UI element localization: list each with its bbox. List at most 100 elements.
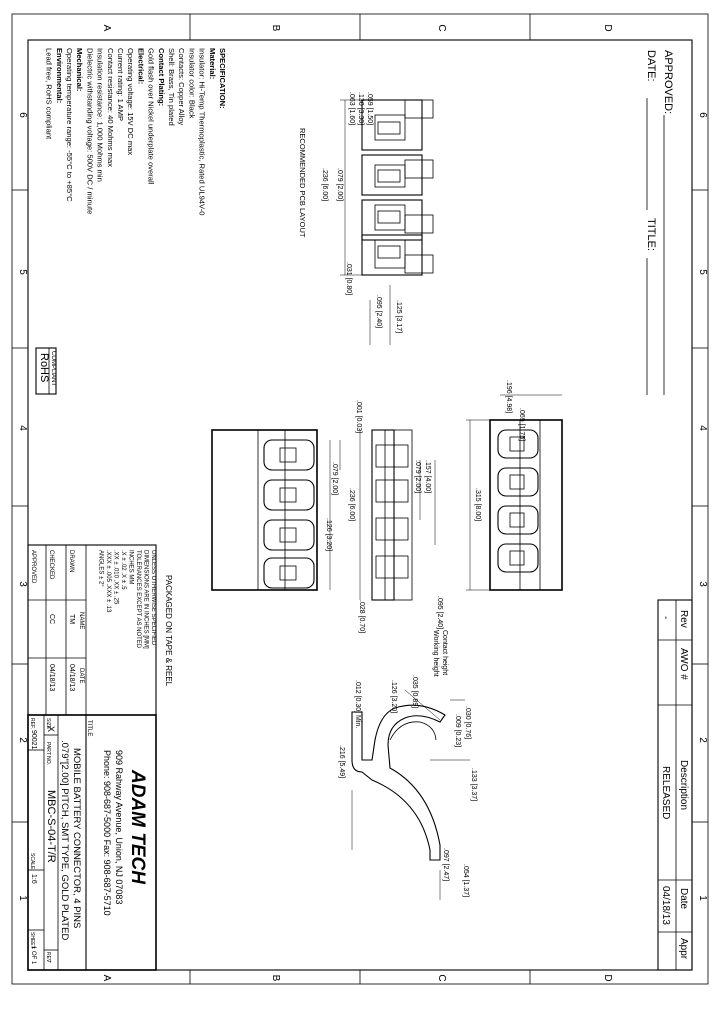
mid-dim-5: .079 [2.00] — [414, 460, 421, 493]
mid-dim-8: .095 [2.40] — [436, 596, 443, 629]
size-value: X — [46, 726, 56, 732]
spec-line-8: Electrical: — [136, 48, 145, 84]
pcb-dim-3: .079 [2.00] — [336, 168, 343, 201]
approved-label: APPROVED: — [662, 50, 674, 114]
side-dim-1: .035 [0.89] — [411, 675, 418, 708]
tolerance-line-0: UNLESS OTHERWISE SPECIFIED — [150, 550, 156, 646]
zone-b-bottom: B — [270, 975, 281, 982]
pcb-dim-7: .125 [3.17] — [395, 300, 402, 333]
zone-6-left: 6 — [17, 112, 28, 118]
drawn-label: DRAWN — [68, 550, 74, 572]
mid-dim-1: .069 [1.75] — [518, 408, 525, 441]
title-line-1: MOBILE BATTERY CONNECTOR, 4 PINS — [71, 748, 82, 928]
zone-4-right: 4 — [697, 425, 708, 431]
part-label: PART NO. — [45, 742, 51, 765]
spec-line-9: Operating voltage: 15V DC max — [126, 48, 135, 155]
tol-name-label: NAME — [78, 612, 84, 629]
rev-value: - — [660, 616, 671, 619]
description-header: Description — [678, 760, 689, 810]
rohs-text: RoHS — [38, 353, 50, 382]
mid-dim-3: .236 [6.00] — [348, 488, 355, 521]
zone-a-top: A — [101, 25, 112, 32]
checked-label: CHECKED — [48, 550, 54, 580]
company-address: 909 Rahway Avenue, Union, NJ 07083 — [114, 750, 124, 904]
tolerance-line-5: .XX ± .010 .XX ± .25 — [113, 550, 119, 605]
checked-name: CC — [48, 614, 55, 624]
approved-row-label: APPROVED — [30, 550, 36, 584]
spec-line-3: Insulator color: Black — [187, 48, 196, 119]
side-dim-5: .133 [3.37] — [470, 768, 477, 801]
tolerance-line-6: .XXX ± .005 .XXX ± .13 — [105, 550, 111, 613]
side-dim-8: .216 [5.49] — [338, 745, 345, 778]
mid-dim-10: .079 [2.00] — [331, 462, 338, 495]
side-dim-7: .097 [2.47] — [442, 848, 449, 881]
working-height-note: Working height — [432, 630, 439, 677]
pcb-dim-5: .031 [0.80] — [345, 262, 352, 295]
zone-b-top: B — [270, 25, 281, 32]
contact-height-note: Contact height — [441, 630, 448, 675]
sheet-label: SHEET — [29, 932, 35, 949]
zone-ticks — [12, 14, 708, 984]
spec-line-1: Material: — [208, 48, 217, 79]
scale-label: SCALE — [29, 853, 35, 870]
spec-line-12: Insulation resistance: 1,000 Mohms min — [96, 48, 105, 182]
zone-5-left: 5 — [17, 269, 28, 275]
pcb-layout-view: RECOMMENDED PCB LAYOUT .059 [1.50] .130 … — [298, 92, 434, 345]
zone-d-bottom: D — [602, 974, 613, 981]
tolerance-line-1: DIMENSIONS ARE IN INCHES [MM] — [143, 550, 149, 649]
zone-d-top: D — [602, 24, 613, 31]
tol-date-label: DATE — [78, 668, 84, 684]
pcb-dim-1: .130 [3.30] — [357, 92, 364, 125]
tolerance-line-7: ANGLES ± 2° — [98, 550, 104, 587]
drawn-name: TM — [68, 614, 75, 624]
spec-line-16: Environmental: — [55, 48, 64, 103]
tolerance-line-3: INCHES MM — [128, 550, 134, 584]
appr-header: Appr — [678, 938, 689, 960]
side-dim-3: .012 [0.30] Min. — [354, 680, 361, 728]
drawn-date: 04/18/13 — [68, 664, 75, 691]
mid-dim-2: .315 [8.00] — [474, 488, 481, 521]
pcb-dim-0: .059 [1.50] — [366, 92, 373, 125]
zone-2-left: 2 — [17, 737, 28, 743]
scale-value: 1:6 — [30, 874, 37, 884]
spec-line-14: Mechanical: — [75, 48, 84, 91]
zone-2-right: 2 — [697, 737, 708, 743]
date-label: DATE: — [645, 50, 657, 82]
title-line-2: .079"[2.00] PITCH, SMT TYPE, GOLD PLATED — [59, 740, 70, 940]
date-value: 04/18/13 — [660, 886, 671, 925]
spec-line-4: Contacts: Copper Alloy — [177, 48, 186, 125]
checked-date: 04/18/13 — [48, 664, 55, 691]
packaged-note: PACKAGED ON TAPE & REEL — [164, 575, 173, 687]
spec-line-13: Dielectric withstanding voltage: 500V DC… — [85, 48, 94, 214]
spec-line-6: Contact Plating: — [157, 48, 166, 106]
part-number: MBC-S-04-T/R — [45, 790, 57, 863]
zone-c-top: C — [436, 24, 447, 31]
revision-table: Rev AWO # Description Date Appr - RELEAS… — [657, 599, 693, 971]
title-label-tb: TITLE — [86, 720, 92, 736]
mid-dim-7: .028 [0.70] — [358, 600, 365, 633]
spec-line-17: Lead free, RoHS compliant — [45, 48, 54, 140]
connector-front-view — [466, 394, 563, 591]
zone-5-right: 5 — [697, 269, 708, 275]
size-label: SIZE — [45, 718, 51, 730]
spec-line-5: Shell: Brass, Tin plated — [167, 48, 176, 126]
spec-line-0: SPECIFICATION: — [218, 48, 227, 109]
recommended-pcb-label: RECOMMENDED PCB LAYOUT — [298, 128, 307, 238]
company-phone: Phone: 908-687-5000 Fax: 908-687-5710 — [102, 750, 112, 916]
mid-dim-6: .001 [0.03] — [355, 400, 362, 433]
tape-reel-view — [211, 429, 341, 591]
zone-a-bottom: A — [101, 975, 112, 982]
pcb-dim-2: .063 [1.60] — [348, 92, 355, 125]
awo-header: AWO # — [678, 648, 689, 680]
spec-line-15: Operating temperature range: -55°C to +8… — [65, 48, 74, 202]
side-dim-0: .030 [0.76] — [464, 706, 471, 739]
rohs-sub: COMPLIANT — [50, 351, 56, 386]
rev-value-tb: - — [46, 960, 56, 963]
sheet-value: 1 OF 1 — [30, 946, 36, 965]
zone-c-bottom: C — [436, 974, 447, 981]
pcb-dim-4: .236 [6.00] — [321, 168, 328, 201]
mid-dim-4: .157 [4.00] — [424, 460, 431, 493]
ref-label: REF. — [29, 718, 35, 729]
zone-1-right: 1 — [697, 895, 708, 901]
mid-dim-9: .126 [3.20] — [325, 518, 332, 551]
